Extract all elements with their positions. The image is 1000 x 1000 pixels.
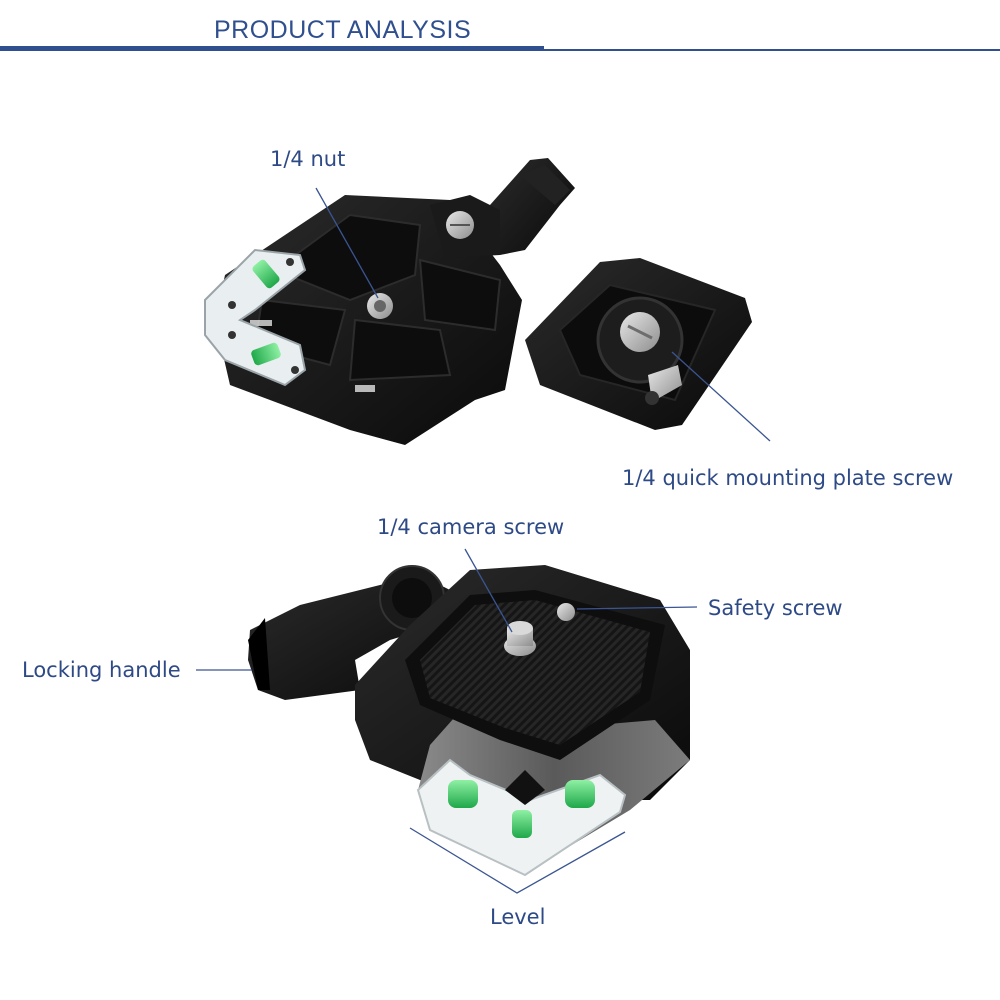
level-bubble-front: [512, 810, 532, 838]
level-window: [204, 248, 307, 387]
callout-line-level: [409, 827, 626, 894]
callout-line-plate-screw: [671, 351, 771, 442]
assembled-clamp: [248, 565, 690, 877]
callout-line-nut: [315, 187, 379, 299]
header-rule-thick: [0, 46, 544, 51]
quick-plate-bottom-view: [525, 258, 752, 430]
label-safety-screw: Safety screw: [708, 596, 843, 620]
label-camera-screw: 1/4 camera screw: [377, 515, 565, 539]
label-nut: 1/4 nut: [270, 147, 346, 171]
header-rule-thin: [544, 49, 1000, 51]
level-bubble-left: [448, 780, 478, 808]
level-bubble-right: [565, 780, 595, 808]
callout-lines: [196, 187, 771, 894]
label-plate-screw: 1/4 quick mounting plate screw: [622, 466, 954, 490]
section-title: PRODUCT ANALYSIS: [214, 16, 472, 44]
label-locking-handle: Locking handle: [22, 658, 181, 682]
callout-line-safety-screw: [576, 606, 698, 610]
label-level: Level: [490, 905, 546, 929]
safety-screw-icon: [557, 603, 575, 621]
clamp-base-bottom-view: [204, 158, 575, 445]
callout-line-camera-screw: [464, 548, 513, 633]
